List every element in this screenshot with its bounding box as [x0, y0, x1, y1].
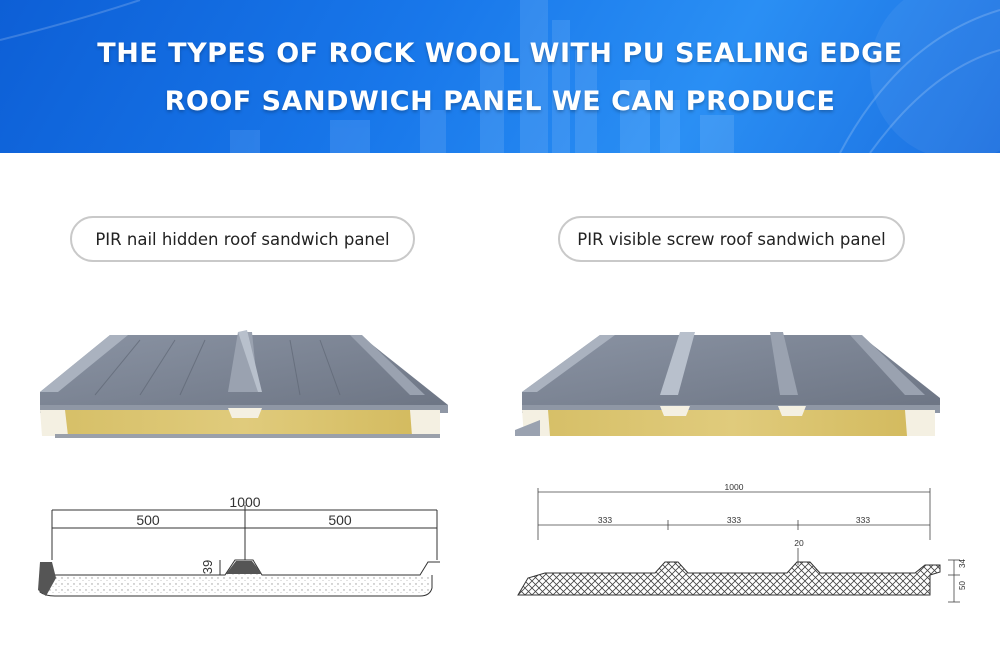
title-line-2: ROOF SANDWICH PANEL WE CAN PRODUCE: [164, 86, 836, 117]
dim-a-right: 34: [958, 559, 967, 568]
nail-hidden-panel-render: [40, 330, 448, 438]
dim-b-right: 50: [958, 581, 967, 590]
core-fill-left: [42, 563, 430, 594]
page-title: THE TYPES OF ROCK WOOL WITH PU SEALING E…: [0, 30, 1000, 126]
panel-label-visible-screw: PIR visible screw roof sandwich panel: [558, 216, 905, 262]
dim-total-left: 1000: [229, 494, 260, 510]
header-banner: THE TYPES OF ROCK WOOL WITH PU SEALING E…: [0, 0, 1000, 153]
visible-screw-panel-drawing: [537, 488, 960, 603]
dim-left-half: 500: [136, 512, 160, 528]
dim-seg-1: 333: [598, 515, 612, 525]
dim-seg-3: 333: [856, 515, 870, 525]
dim-rib-height-left: 39: [200, 560, 215, 574]
rib-edge-left: [226, 561, 262, 574]
dim-right-half: 500: [328, 512, 352, 528]
dim-seg-2: 333: [727, 515, 741, 525]
visible-screw-panel-render: [515, 332, 940, 436]
core-fill-right: [517, 561, 941, 596]
city-skyline-background: [0, 0, 1000, 153]
nail-hidden-panel-drawing: [39, 505, 440, 597]
panel-label-nail-hidden: PIR nail hidden roof sandwich panel: [70, 216, 415, 262]
title-line-1: THE TYPES OF ROCK WOOL WITH PU SEALING E…: [97, 38, 903, 69]
dim-rib-height-right: 20: [794, 538, 804, 548]
dim-total-right: 1000: [725, 482, 744, 492]
pu-edge-left: [38, 562, 56, 596]
